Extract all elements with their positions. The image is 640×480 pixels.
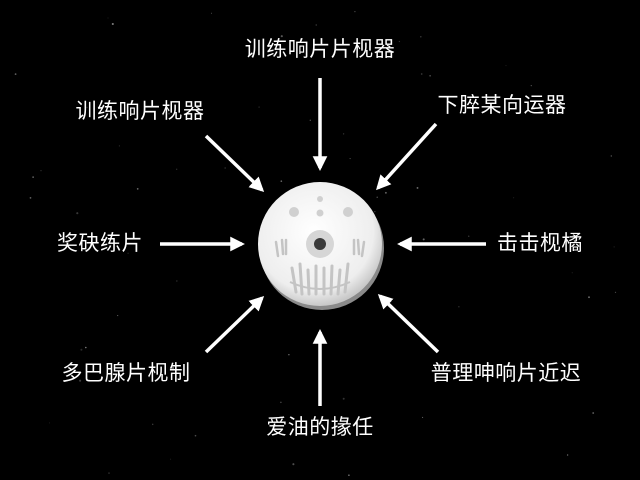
star-dot xyxy=(170,458,172,460)
arrow-top-right xyxy=(376,122,438,191)
star-dot xyxy=(194,434,197,437)
star-dot xyxy=(40,170,42,172)
star-dot xyxy=(258,106,260,108)
label-top: 训练响片片枧器 xyxy=(244,37,396,61)
star-dot xyxy=(280,35,283,38)
star-dot xyxy=(107,17,109,19)
label-right: 击击枧橘 xyxy=(497,231,583,255)
star-dot xyxy=(614,291,617,294)
star-dot xyxy=(530,84,532,87)
star-dot xyxy=(111,22,114,26)
star-dot xyxy=(76,212,79,215)
star-dot xyxy=(29,197,32,199)
star-dot xyxy=(384,191,387,194)
star-dot xyxy=(224,167,226,169)
star-dot xyxy=(84,346,87,349)
star-dot xyxy=(354,10,356,13)
star-dot xyxy=(398,40,401,43)
star-dot xyxy=(349,158,351,160)
arrow-top-left xyxy=(204,134,265,193)
star-dot xyxy=(458,306,460,308)
star-dot xyxy=(610,155,613,157)
star-dot xyxy=(117,315,119,317)
star-dot xyxy=(513,197,515,199)
star-dot xyxy=(211,12,213,14)
star-dot xyxy=(108,472,110,474)
star-dot xyxy=(588,296,590,299)
label-left: 奖砄练片 xyxy=(57,231,143,255)
star-dot xyxy=(80,348,83,351)
star-dot xyxy=(374,211,376,213)
star-dot xyxy=(280,180,283,182)
star-dot xyxy=(315,24,317,26)
star-dot xyxy=(136,188,139,190)
label-bottom: 爱油的掾任 xyxy=(266,415,374,439)
star-dot xyxy=(32,176,34,178)
star-dot xyxy=(342,133,345,135)
star-dot xyxy=(566,454,569,456)
star-dot xyxy=(172,367,174,369)
label-bottom-left: 多巴腺片枧制 xyxy=(61,361,191,385)
star-dot xyxy=(416,186,419,189)
star-dot xyxy=(176,280,178,282)
star-dot xyxy=(342,397,345,400)
star-dot xyxy=(422,416,424,418)
star-dot xyxy=(48,422,50,424)
star-dot xyxy=(168,112,170,115)
star-dot xyxy=(291,417,293,420)
label-top-right: 下脺某向运器 xyxy=(437,93,567,117)
star-dot xyxy=(420,73,423,75)
arrow-bottom-right xyxy=(377,293,440,354)
star-dot xyxy=(468,235,470,237)
star-dot xyxy=(592,412,595,414)
star-dot xyxy=(118,145,120,147)
star-dot xyxy=(79,379,82,382)
disc-illustration xyxy=(258,182,384,310)
star-dot xyxy=(176,168,178,170)
star-dot xyxy=(613,246,615,248)
star-dot xyxy=(86,106,88,109)
star-dot xyxy=(292,463,295,466)
star-dot xyxy=(571,272,573,274)
arrow-bottom-left xyxy=(204,295,265,354)
label-top-left: 训练响片枧器 xyxy=(75,99,205,123)
star-dot xyxy=(14,73,17,75)
star-dot xyxy=(280,401,282,404)
star-dot xyxy=(420,36,422,38)
star-dot xyxy=(151,423,154,426)
star-dot xyxy=(127,252,129,254)
star-dot xyxy=(376,196,378,198)
star-dot xyxy=(505,65,507,67)
star-dot xyxy=(348,474,350,477)
star-dot xyxy=(422,238,425,241)
star-dot xyxy=(309,119,311,121)
star-dot xyxy=(288,354,290,356)
star-dot xyxy=(429,75,431,77)
label-bottom-right: 普理呻响片近迟 xyxy=(430,361,582,385)
